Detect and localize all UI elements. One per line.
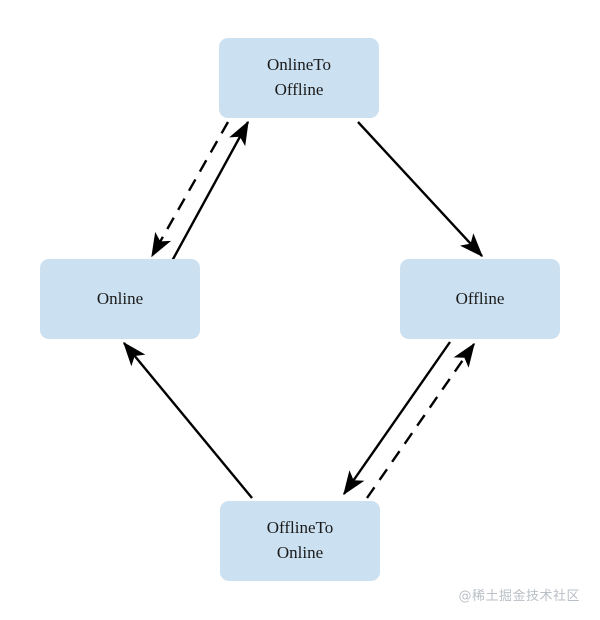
node-online-to-offline-label: OnlineTo Offline	[267, 55, 331, 99]
watermark: @稀土掘金技术社区	[458, 589, 580, 604]
edge-online-to-onlinetooffline	[170, 120, 250, 262]
node-online[interactable]: Online	[40, 259, 200, 339]
node-offline-to-online[interactable]: OfflineTo Online	[220, 501, 380, 581]
node-offline[interactable]: Offline	[400, 259, 560, 339]
node-offline-to-online-label: OfflineTo Online	[266, 518, 334, 562]
node-online-label: Online	[96, 288, 144, 308]
node-online-to-offline[interactable]: OnlineTo Offline	[219, 38, 379, 118]
edge-offlinetoonline-to-online	[123, 341, 253, 499]
edge-onlinetooffline-to-offline	[357, 121, 483, 258]
node-offline-label: Offline	[455, 288, 505, 308]
edge-onlinetooffline-to-online	[150, 121, 230, 258]
edge-offline-to-offlinetoonline	[343, 341, 451, 496]
edge-offlinetoonline-to-offline	[366, 342, 475, 499]
